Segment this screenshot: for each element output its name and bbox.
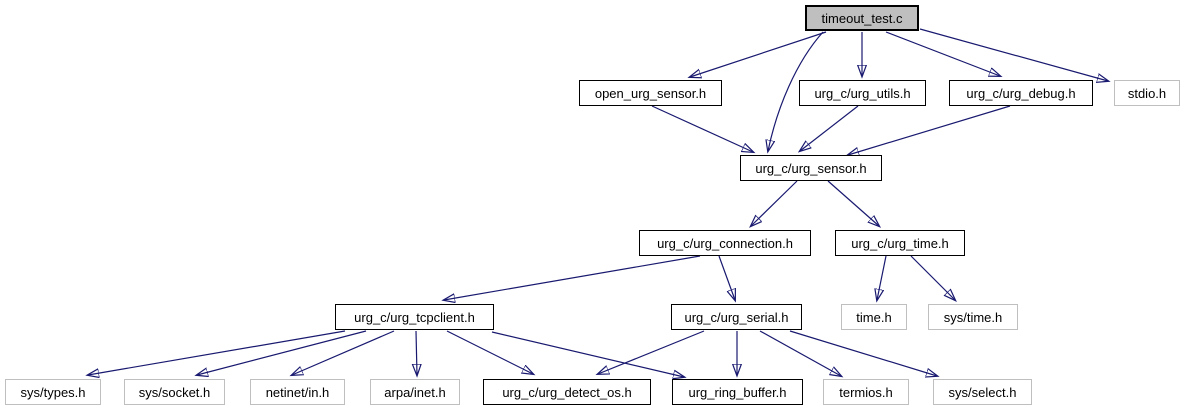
edge-open-urg-sensor-to-urg-sensor — [651, 105, 753, 152]
node-urg-time-h[interactable]: urg_c/urg_time.h — [835, 230, 965, 256]
edge-urg-tcpclient-to-netinet-in — [292, 330, 395, 375]
node-sys-types-h: sys/types.h — [5, 379, 101, 405]
node-urg-serial-h[interactable]: urg_c/urg_serial.h — [671, 304, 802, 330]
node-label: urg_c/urg_time.h — [851, 235, 949, 251]
node-label: sys/socket.h — [138, 384, 211, 400]
node-label: urg_c/urg_utils.h — [814, 85, 911, 101]
edge-urg-tcpclient-to-arpa-inet — [416, 330, 417, 375]
node-netinet-in-h: netinet/in.h — [250, 379, 345, 405]
edge-urg-time-to-time — [877, 255, 887, 300]
edge-urg-sensor-to-urg-time — [827, 180, 879, 226]
node-stdio-h: stdio.h — [1114, 80, 1180, 106]
node-label: sys/time.h — [943, 309, 1003, 325]
node-urg-utils-h[interactable]: urg_c/urg_utils.h — [799, 80, 926, 106]
edge-urg-connection-to-urg-serial — [718, 255, 735, 300]
node-label: stdio.h — [1127, 85, 1167, 101]
node-label: urg_c/urg_debug.h — [966, 85, 1076, 101]
node-urg-debug-h[interactable]: urg_c/urg_debug.h — [949, 80, 1093, 106]
edge-timeout-test-to-open-urg-sensor — [690, 31, 827, 77]
node-arpa-inet-h: arpa/inet.h — [370, 379, 460, 405]
edge-urg-debug-to-urg-sensor — [848, 105, 1011, 155]
node-termios-h: termios.h — [823, 379, 909, 405]
node-urg-tcpclient-h[interactable]: urg_c/urg_tcpclient.h — [335, 304, 494, 330]
node-sys-time-h: sys/time.h — [928, 304, 1018, 330]
edge-urg-sensor-to-urg-connection — [751, 180, 798, 226]
edge-urg-utils-to-urg-sensor — [800, 105, 859, 151]
node-time-h: time.h — [841, 304, 907, 330]
edge-urg-connection-to-urg-tcpclient — [444, 255, 701, 300]
node-label: sys/types.h — [20, 384, 86, 400]
node-label: timeout_test.c — [821, 10, 903, 26]
edge-urg-serial-to-termios — [759, 330, 841, 376]
node-open-urg-sensor-h[interactable]: open_urg_sensor.h — [579, 80, 722, 106]
node-label: urg_c/urg_serial.h — [684, 309, 789, 325]
edge-urg-serial-to-urg-detect-os — [598, 330, 705, 374]
node-label: time.h — [856, 309, 892, 325]
node-urg-connection-h[interactable]: urg_c/urg_connection.h — [639, 230, 811, 256]
edge-urg-tcpclient-to-sys-socket — [197, 330, 367, 375]
edge-urg-tcpclient-to-urg-detect-os — [446, 330, 533, 374]
edge-timeout-test-to-stdio — [919, 28, 1108, 81]
node-label: netinet/in.h — [265, 384, 330, 400]
node-label: open_urg_sensor.h — [594, 85, 707, 101]
node-timeout-test-c: timeout_test.c — [805, 5, 919, 31]
node-label: sys/select.h — [948, 384, 1017, 400]
node-urg-sensor-h[interactable]: urg_c/urg_sensor.h — [740, 155, 882, 181]
edge-urg-tcpclient-to-urg-ring-buffer — [491, 331, 684, 377]
edge-urg-tcpclient-to-sys-types — [88, 330, 346, 375]
node-label: urg_c/urg_tcpclient.h — [354, 309, 475, 325]
edge-urg-time-to-sys-time — [910, 255, 955, 300]
node-label: arpa/inet.h — [384, 384, 446, 400]
edge-timeout-test-to-urg-debug — [885, 31, 1000, 76]
node-urg-ring-buffer-h[interactable]: urg_ring_buffer.h — [672, 379, 803, 405]
node-label: urg_c/urg_connection.h — [657, 235, 793, 251]
node-sys-select-h: sys/select.h — [933, 379, 1032, 405]
edge-timeout-test-to-urg-sensor — [768, 31, 824, 151]
node-label: termios.h — [839, 384, 893, 400]
node-urg-detect-os-h[interactable]: urg_c/urg_detect_os.h — [483, 379, 651, 405]
node-label: urg_c/urg_sensor.h — [755, 160, 867, 176]
node-label: urg_c/urg_detect_os.h — [502, 384, 632, 400]
node-sys-socket-h: sys/socket.h — [124, 379, 225, 405]
node-label: urg_ring_buffer.h — [688, 384, 787, 400]
edge-urg-serial-to-sys-select — [789, 330, 937, 376]
